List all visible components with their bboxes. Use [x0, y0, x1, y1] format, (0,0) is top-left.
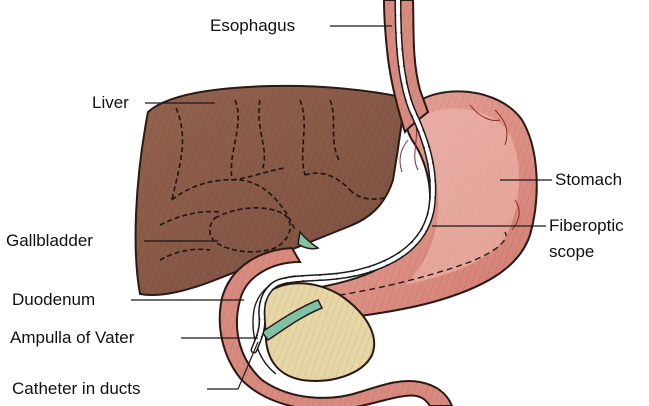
- label-esophagus: Esophagus: [210, 16, 295, 36]
- label-gallbladder: Gallbladder: [6, 231, 93, 251]
- label-ampulla-of-vater: Ampulla of Vater: [10, 328, 134, 348]
- label-stomach: Stomach: [555, 170, 622, 190]
- label-duodenum: Duodenum: [12, 290, 95, 310]
- label-liver: Liver: [92, 93, 129, 113]
- label-catheter-in-ducts: Catheter in ducts: [12, 379, 141, 399]
- label-fiberoptic-line2: scope: [549, 242, 594, 262]
- label-fiberoptic-line1: Fiberoptic: [549, 216, 624, 236]
